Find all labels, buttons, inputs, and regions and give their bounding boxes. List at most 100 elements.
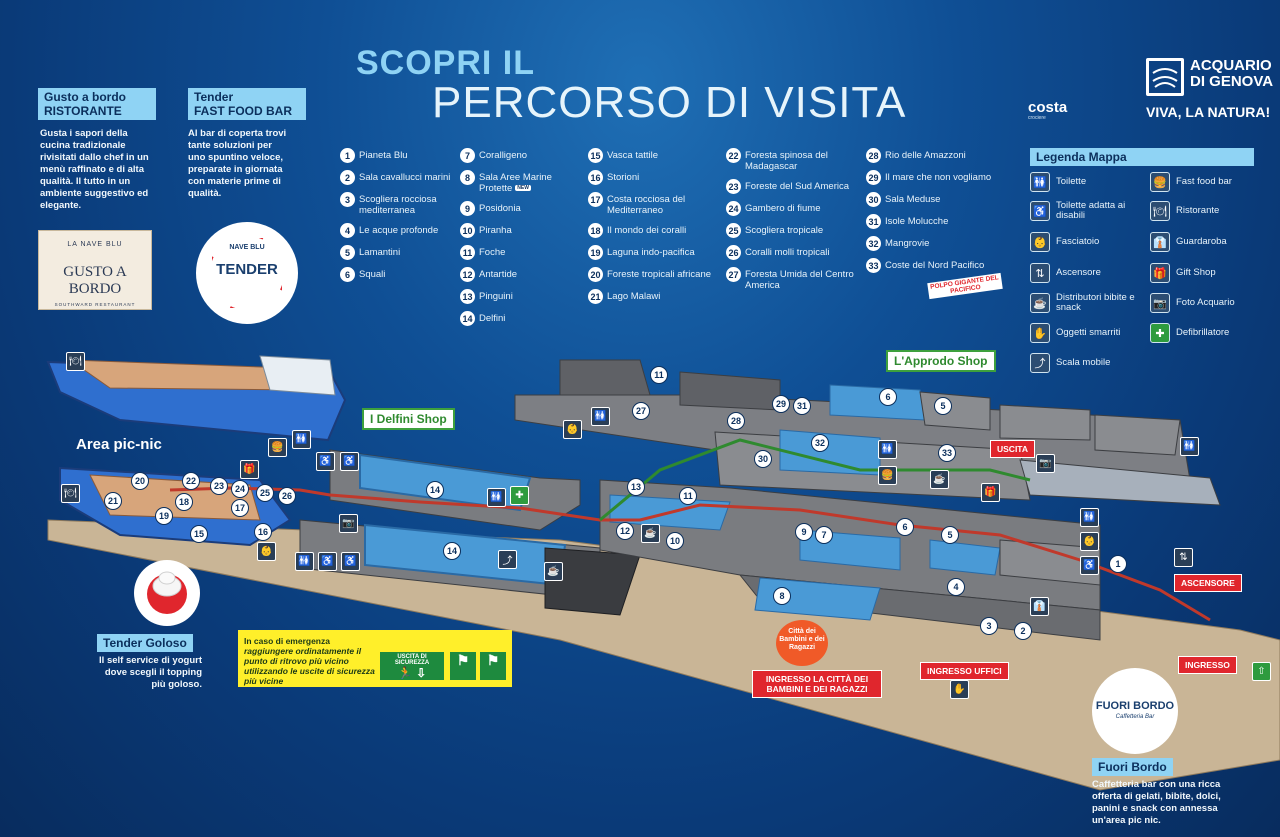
map-marker-22: 22 — [182, 472, 200, 490]
fast-food-icon: 🍔 — [268, 438, 287, 457]
cloakroom-icon: 👔 — [1150, 232, 1170, 252]
map-marker-31: 31 — [793, 397, 811, 415]
map-marker-29: 29 — [772, 395, 790, 413]
camera-icon: 📷 — [1036, 454, 1055, 473]
kids-city-logo: Città dei Bambini e dei Ragazzi — [776, 620, 828, 666]
toilet-icon: 🚻 — [1180, 437, 1199, 456]
map-marker-15: 15 — [190, 525, 208, 543]
map-marker-5b: 5 — [934, 397, 952, 415]
gusto-logo: LA NAVE BLU GUSTO A BORDO SOUTHWARD REST… — [38, 230, 152, 310]
toilet-icon: 🚻 — [1080, 508, 1099, 527]
baby-change-icon: 👶 — [1080, 532, 1099, 551]
tender-goloso-logo — [134, 560, 200, 626]
emergency-title: In caso di emergenza — [244, 636, 330, 646]
defibrillator-icon: ✚ — [510, 486, 529, 505]
accessible-toilet-icon: ♿ — [1030, 201, 1050, 221]
map-marker-9: 9 — [795, 523, 813, 541]
emergency-exit-icon: ⇧ — [1252, 662, 1271, 681]
exit-label: USCITA — [990, 440, 1036, 458]
map-marker-6b: 6 — [879, 388, 897, 406]
vending-icon: ☕ — [1030, 293, 1050, 313]
legend-toilet: 🚻Toilette — [1030, 172, 1148, 192]
gift-shop-icon: 🎁 — [1150, 263, 1170, 283]
kids-city-entrance-label: INGRESSO LA CITTÀ DEI BAMBINI E DEI RAGA… — [752, 670, 882, 698]
elevator-icon: ⇅ — [1030, 263, 1050, 283]
brand-line2: DI GENOVA — [1190, 73, 1274, 90]
map-marker-3: 3 — [980, 617, 998, 635]
legend-cloakroom: 👔Guardaroba — [1150, 232, 1268, 252]
accessible-toilet-icon: ♿ — [318, 552, 337, 571]
fuori-bordo-text: Caffetteria bar con una ricca offerta di… — [1092, 779, 1221, 826]
map-marker-2: 2 — [1014, 622, 1032, 640]
assembly-point-icon: ⚑ — [450, 652, 476, 680]
vending-icon: ☕ — [641, 524, 660, 543]
map-marker-10: 10 — [666, 532, 684, 550]
legend-babychange: 👶Fasciatoio — [1030, 232, 1148, 252]
map-marker-18: 18 — [175, 493, 193, 511]
map-marker-28: 28 — [727, 412, 745, 430]
map-marker-1: 1 — [1109, 555, 1127, 573]
tender-tag: Tender FAST FOOD BAR — [188, 88, 306, 120]
legend-restaurant: 🍽Ristorante — [1150, 201, 1268, 221]
map-marker-20: 20 — [131, 472, 149, 490]
accessible-toilet-icon: ♿ — [340, 452, 359, 471]
map-marker-8: 8 — [773, 587, 791, 605]
map-marker-7: 7 — [815, 526, 833, 544]
map-marker-25: 25 — [256, 484, 274, 502]
map-marker-24: 24 — [231, 480, 249, 498]
accessible-toilet-icon: ♿ — [316, 452, 335, 471]
tender-label: Tender — [194, 90, 234, 104]
elevator-label: ASCENSORE — [1174, 574, 1242, 592]
legend-giftshop: 🎁Gift Shop — [1150, 263, 1268, 283]
shop-delfini: I Delfini Shop — [362, 408, 455, 430]
map-marker-5a: 5 — [941, 526, 959, 544]
map-marker-17: 17 — [231, 499, 249, 517]
map-marker-33: 33 — [938, 444, 956, 462]
costa-logo: costa — [1028, 99, 1068, 116]
gusto-text: Gusta i sapori della cucina tradizionale… — [40, 128, 149, 211]
map-marker-19: 19 — [155, 507, 173, 525]
vending-icon: ☕ — [544, 562, 563, 581]
shop-approdo: L'Approdo Shop — [886, 350, 996, 372]
restaurant-icon: 🍽 — [1150, 201, 1170, 221]
toilet-icon: 🚻 — [878, 440, 897, 459]
elevator-icon: ⇅ — [1174, 548, 1193, 567]
lost-found-icon: ✋ — [950, 680, 969, 699]
toilet-icon: 🚻 — [295, 552, 314, 571]
vending-icon: ☕ — [930, 470, 949, 489]
map-marker-11b: 11 — [650, 366, 668, 384]
map-marker-16: 16 — [254, 523, 272, 541]
new-badge: NEW — [515, 185, 531, 191]
gusto-tag: Gusto a bordo RISTORANTE — [38, 88, 156, 120]
fuori-bordo-logo: FUORI BORDO Caffetteria Bar — [1092, 668, 1178, 754]
brand-tagline: VIVA, LA NATURA! — [1146, 104, 1271, 120]
tender-sublabel: FAST FOOD BAR — [194, 104, 292, 118]
emergency-exit-sign: USCITA DI SICUREZZA🏃 ⇩ — [380, 652, 444, 680]
acquario-logo-icon — [1146, 58, 1184, 96]
accessible-toilet-icon: ♿ — [341, 552, 360, 571]
toilet-icon: 🚻 — [292, 430, 311, 449]
entrance-label: INGRESSO — [1178, 656, 1237, 674]
legend-camera: 📷Foto Acquario — [1150, 293, 1268, 313]
